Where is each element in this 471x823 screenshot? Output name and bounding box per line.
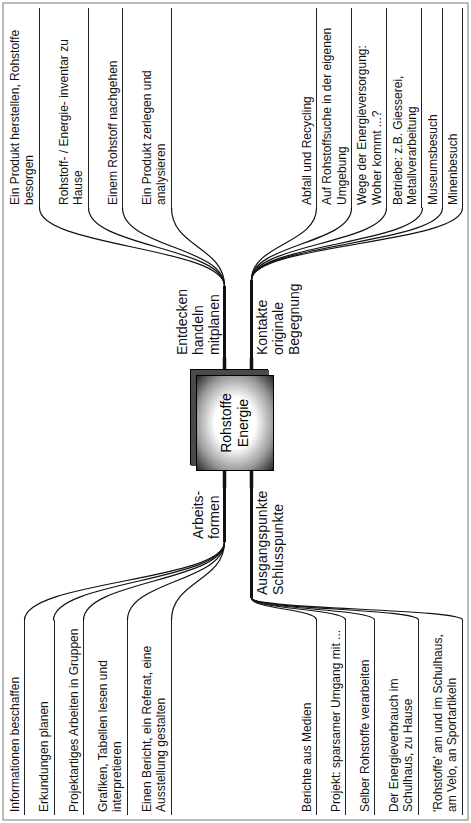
twig-line [252,598,419,620]
topic-text: Grafiken, Tabellen lesen und interpretie… [96,623,125,812]
twig-line [84,542,225,620]
topic-text: Einen Bericht, ein Referat, eine Ausstel… [140,623,169,812]
topic-text: Auf Rohstoffsuche in der eigenen Umgebun… [320,11,349,205]
twig-line [252,208,317,280]
branch-topic: Ausgangspunkte Schlusspunkte [250,488,287,598]
leaf-topic: Ein Produkt zerlegen und analysieren [140,8,172,208]
topic-text: Arbeits- formen [190,491,222,539]
topic-text: Museumsbesuch [426,11,440,205]
leaf-topic: Auf Rohstoffsuche in der eigenen Umgebun… [320,8,352,208]
leaf-topic: Betriebe: z.B. Giesserei, Metallverarbei… [391,8,423,208]
topic-text: Ein Produkt zerlegen und analysieren [140,11,169,205]
topic-text: Minenbesuch [446,11,460,205]
leaf-topic: Grafiken, Tabellen lesen und interpretie… [96,620,128,815]
twig-line [123,208,225,286]
twig-line [252,208,443,280]
branch-topic: Kontakte originale Begegnung [250,280,303,358]
twig-line [25,542,225,620]
topic-text: Der Energieverbrauch im Schulhaus, zu Ha… [387,623,416,812]
leaf-topic: Museumsbesuch [426,8,443,208]
leaf-topic: Erkundungen planen [37,620,54,815]
leaf-topic: Rohstoff- / Energie- inventar zu Hause [57,8,89,208]
leaf-topic: Einem Rohstoff nachgehen [106,8,123,208]
connector-group [25,208,463,620]
topic-text: Abfall und Recycling [300,11,314,205]
topic-text: Selber Rohstoffe verarbeiten [358,623,372,812]
topic-text: Projektartiges Arbeiten in Gruppen [67,623,81,812]
page-frame [3,3,468,820]
topic-text: Rohstoffe Energie [218,382,252,464]
topic-text: Entdecken handeln mitplanen [174,289,222,355]
twig-line [252,208,423,280]
branch-line [250,471,254,488]
leaf-topic: Minenbesuch [446,8,463,208]
topic-text: Ausgangspunkte Schlusspunkte [254,491,286,595]
topic-text: Rohstoff- / Energie- inventar zu Hause [57,11,86,205]
topic-text: Informationen beschaffen [8,623,22,812]
topic-text: 'Rohstoffe' am und im Schulhaus, am Velo… [431,623,460,812]
twig-line [54,542,225,620]
leaf-topic: Der Energieverbrauch im Schulhaus, zu Ha… [387,620,419,815]
topic-text: Wege der Energieversorgung: Woher kommt … [355,11,384,205]
twig-line [172,208,225,286]
branch-line [223,358,227,375]
topic-text: Projekt: sparsamer Umgang mit ... [329,623,343,812]
twig-line [252,208,387,280]
leaf-topic: Projekt: sparsamer Umgang mit ... [329,620,346,815]
leaf-topic: Projektartiges Arbeiten in Gruppen [67,620,84,815]
twig-line [40,208,225,286]
leaf-topic: Berichte aus Medien [300,620,317,815]
central-topic: Rohstoffe Energie [196,375,274,471]
leaf-topic: Abfall und Recycling [300,8,317,208]
branch-topic: Arbeits- formen [189,488,226,542]
leaf-topic: Einen Bericht, ein Referat, eine Ausstel… [140,620,172,815]
topic-text: Berichte aus Medien [300,623,314,812]
branch-topic: Entdecken handeln mitplanen [173,286,226,358]
topic-text: Betriebe: z.B. Giesserei, Metallverarbei… [391,11,420,205]
topic-text: Ein Produkt herstellen, Rohstoffe besorg… [8,11,37,205]
branch-line [250,358,254,375]
twig-line [128,542,225,620]
twig-line [252,598,463,620]
leaf-topic: 'Rohstoffe' am und im Schulhaus, am Velo… [431,620,463,815]
leaf-topic: Ein Produkt herstellen, Rohstoffe besorg… [8,8,40,208]
topic-text: Erkundungen planen [37,623,51,812]
topic-text: Kontakte originale Begegnung [254,283,302,355]
twig-line [252,208,463,280]
leaf-topic: Selber Rohstoffe verarbeiten [358,620,375,815]
leaf-topic: Informationen beschaffen [8,620,25,815]
branch-line [223,471,227,488]
leaf-topic: Wege der Energieversorgung: Woher kommt … [355,8,387,208]
topic-text: Einem Rohstoff nachgehen [106,11,120,205]
twig-line [172,542,225,620]
twig-line [89,208,225,286]
